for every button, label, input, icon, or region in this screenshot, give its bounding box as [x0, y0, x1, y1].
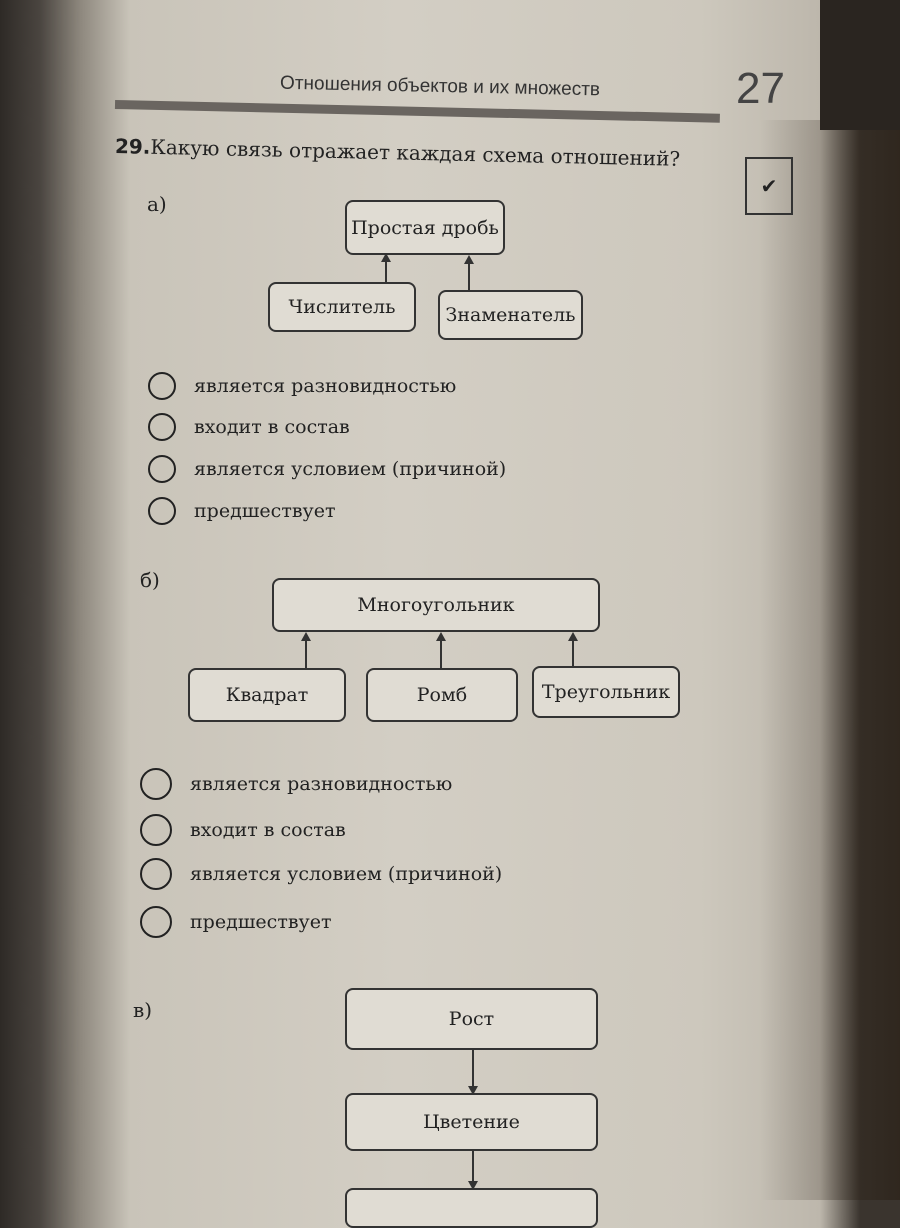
box-square: Квадрат — [188, 668, 346, 722]
arrow-up — [568, 632, 578, 666]
page-shadow — [760, 120, 900, 1200]
radio-circle[interactable] — [140, 858, 172, 890]
box-triangle: Треугольник — [532, 666, 680, 718]
arrow-up — [436, 632, 446, 668]
option-a-3[interactable]: является условием (причиной) — [148, 455, 506, 483]
self-check-box: ✔︎ — [745, 157, 793, 215]
part-v-label: в) — [133, 998, 153, 1022]
radio-circle[interactable] — [140, 768, 172, 800]
option-a-4[interactable]: предшествует — [148, 497, 335, 525]
arrow-up — [464, 255, 474, 290]
arrow-up — [301, 632, 311, 668]
radio-circle[interactable] — [148, 413, 176, 441]
arrow-up — [381, 253, 391, 282]
check-circle-icon: ✔︎ — [760, 174, 778, 198]
box-fraction: Простая дробь — [345, 200, 505, 255]
page-number: 27 — [736, 64, 785, 113]
option-a-1[interactable]: является разновидностью — [148, 372, 456, 400]
radio-circle[interactable] — [140, 906, 172, 938]
radio-circle[interactable] — [148, 455, 176, 483]
box-flowering: Цветение — [345, 1093, 598, 1151]
header-rule — [114, 100, 720, 123]
option-b-3[interactable]: является условием (причиной) — [140, 858, 502, 890]
question-text: Какую связь отражает каждая схема отноше… — [150, 134, 681, 171]
arrow-down — [468, 1050, 478, 1095]
option-a-2[interactable]: входит в состав — [148, 413, 350, 441]
radio-circle[interactable] — [148, 372, 176, 400]
option-b-2[interactable]: входит в состав — [140, 814, 346, 846]
box-polygon: Многоугольник — [272, 578, 600, 632]
option-b-1[interactable]: является разновидностью — [140, 768, 452, 800]
part-a-label: а) — [147, 192, 167, 216]
radio-circle[interactable] — [148, 497, 176, 525]
running-header: Отношения объектов и их множеств — [279, 72, 601, 101]
arrow-down — [468, 1151, 478, 1190]
background-edge — [820, 0, 900, 130]
box-denominator: Знаменатель — [438, 290, 583, 340]
box-numerator: Числитель — [268, 282, 416, 332]
question-number: 29. — [114, 134, 151, 159]
box-growth: Рост — [345, 988, 598, 1050]
box-next-cut-off — [345, 1188, 598, 1228]
option-b-4[interactable]: предшествует — [140, 906, 331, 938]
part-b-label: б) — [140, 568, 160, 592]
radio-circle[interactable] — [140, 814, 172, 846]
question-29: 29.Какую связь отражает каждая схема отн… — [115, 134, 681, 171]
box-rhombus: Ромб — [366, 668, 518, 722]
